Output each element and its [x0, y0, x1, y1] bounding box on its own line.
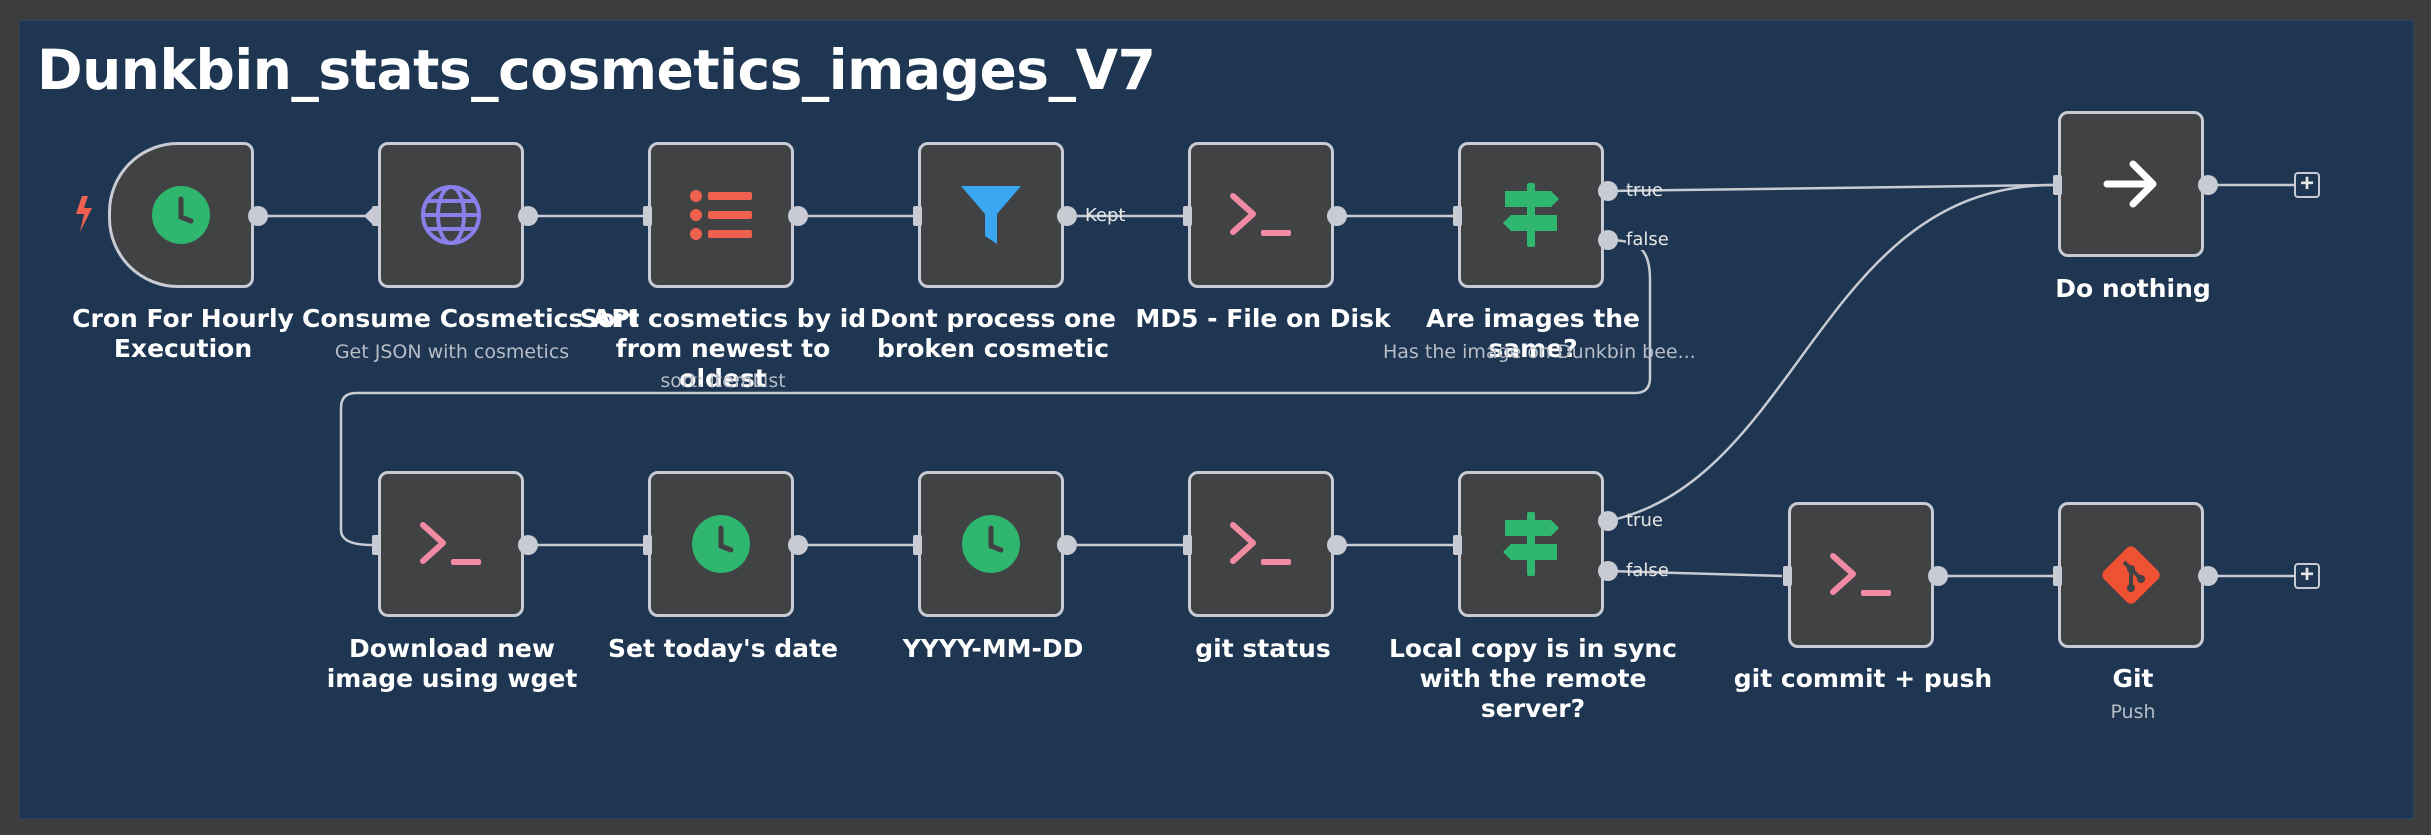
terminal-icon	[1830, 553, 1891, 596]
sort-output-port[interactable]	[788, 206, 808, 226]
terminal-icon	[1230, 193, 1291, 236]
consume-input-port[interactable]	[372, 206, 381, 226]
git-output-port[interactable]	[2198, 566, 2218, 586]
download-input-port[interactable]	[372, 535, 381, 555]
insync-true-port[interactable]	[1598, 511, 1618, 531]
node-yyyy-label: YYYY-MM-DD	[902, 634, 1084, 663]
compare-input-port[interactable]	[1453, 206, 1462, 226]
arrow-right-icon	[2103, 160, 2157, 208]
clock-icon	[962, 515, 1020, 573]
arrow	[364, 208, 372, 224]
node-gitcommit[interactable]	[1788, 502, 1934, 648]
node-consume-label: Consume Cosmetics API	[302, 304, 640, 333]
edge-label-kept: Kept	[1085, 205, 1126, 226]
node-consume[interactable]	[378, 142, 524, 288]
node-settoday[interactable]	[648, 471, 794, 617]
wire-insync-true-donothing	[1607, 183, 2055, 523]
node-download-label: Download new image using wget	[326, 634, 578, 693]
node-yyyy[interactable]	[918, 471, 1064, 617]
node-insync-label: Local copy is in sync with the remote se…	[1389, 634, 1677, 723]
node-git-label: Git	[2112, 664, 2154, 693]
node-cron[interactable]	[108, 142, 254, 288]
sort-input-port[interactable]	[643, 206, 652, 226]
terminal-icon	[1230, 522, 1291, 565]
filter-icon	[961, 186, 1021, 244]
clock-icon	[692, 515, 750, 573]
node-gitcommit-label: git commit + push	[1733, 664, 1993, 693]
node-filter[interactable]	[918, 142, 1064, 288]
insync-false-port[interactable]	[1598, 561, 1618, 581]
filter-output-port[interactable]	[1057, 206, 1077, 226]
wire-compare-true-donothing	[1607, 183, 2055, 193]
node-compare[interactable]	[1458, 142, 1604, 288]
gitstatus-output-port[interactable]	[1327, 535, 1347, 555]
node-compare-sub: Has the image on Dunkbin bee...	[1383, 341, 1696, 363]
node-md5-label: MD5 - File on Disk	[1135, 304, 1391, 333]
node-compare-label: Are images the same?	[1426, 304, 1640, 363]
terminal-icon	[420, 522, 481, 565]
wire-insync-false-gitcommit	[1607, 569, 1783, 578]
node-consume-sub: Get JSON with cosmetics	[334, 341, 570, 363]
git-icon	[2102, 546, 2160, 604]
donothing-output-port[interactable]	[2198, 175, 2218, 195]
node-git[interactable]	[2058, 502, 2204, 648]
edge-label-true: true	[1626, 510, 1663, 531]
compare-false-port[interactable]	[1598, 230, 1618, 250]
clock-icon	[152, 186, 210, 244]
gitcommit-input-port[interactable]	[1783, 566, 1792, 586]
yyyy-input-port[interactable]	[913, 535, 922, 555]
node-download[interactable]	[378, 471, 524, 617]
node-gitstatus[interactable]	[1188, 471, 1334, 617]
add-node-button[interactable]: +	[2294, 563, 2320, 589]
globe-icon	[421, 185, 481, 245]
node-donothing[interactable]	[2058, 111, 2204, 257]
donothing-input-port[interactable]	[2053, 175, 2062, 195]
settoday-input-port[interactable]	[643, 535, 652, 555]
wire-compare-false-download	[339, 238, 1652, 547]
edge-label-false: false	[1626, 560, 1669, 581]
gitcommit-output-port[interactable]	[1928, 566, 1948, 586]
add-node-button[interactable]: +	[2294, 172, 2320, 198]
gitstatus-input-port[interactable]	[1183, 535, 1192, 555]
insync-input-port[interactable]	[1453, 535, 1462, 555]
signpost-icon	[1503, 183, 1559, 247]
workflow-title: Dunkbin_stats_cosmetics_images_V7	[37, 38, 1156, 102]
yyyy-output-port[interactable]	[1057, 535, 1077, 555]
list-icon	[690, 190, 752, 240]
trigger-bolt-icon	[76, 196, 92, 232]
node-filter-label: Dont process one broken cosmetic	[870, 304, 1116, 363]
edge-label-false: false	[1626, 229, 1669, 250]
node-sort[interactable]	[648, 142, 794, 288]
node-insync[interactable]	[1458, 471, 1604, 617]
compare-true-port[interactable]	[1598, 181, 1618, 201]
edge-label-true: true	[1626, 180, 1663, 201]
consume-output-port[interactable]	[518, 206, 538, 226]
node-settoday-label: Set today's date	[608, 634, 838, 663]
settoday-output-port[interactable]	[788, 535, 808, 555]
cron-output-port[interactable]	[248, 206, 268, 226]
node-md5[interactable]	[1188, 142, 1334, 288]
git-input-port[interactable]	[2053, 566, 2062, 586]
filter-input-port[interactable]	[913, 206, 922, 226]
download-output-port[interactable]	[518, 535, 538, 555]
node-donothing-label: Do nothing	[2055, 274, 2211, 303]
node-sort-sub: sort: itemList	[660, 370, 786, 392]
node-git-sub: Push	[2110, 701, 2156, 723]
signpost-icon	[1503, 512, 1559, 576]
node-gitstatus-label: git status	[1195, 634, 1331, 663]
node-sort-label: Sort cosmetics by id from newest to olde…	[579, 304, 867, 393]
md5-input-port[interactable]	[1183, 206, 1192, 226]
md5-output-port[interactable]	[1327, 206, 1347, 226]
node-cron-label: Cron For Hourly Execution	[72, 304, 294, 363]
